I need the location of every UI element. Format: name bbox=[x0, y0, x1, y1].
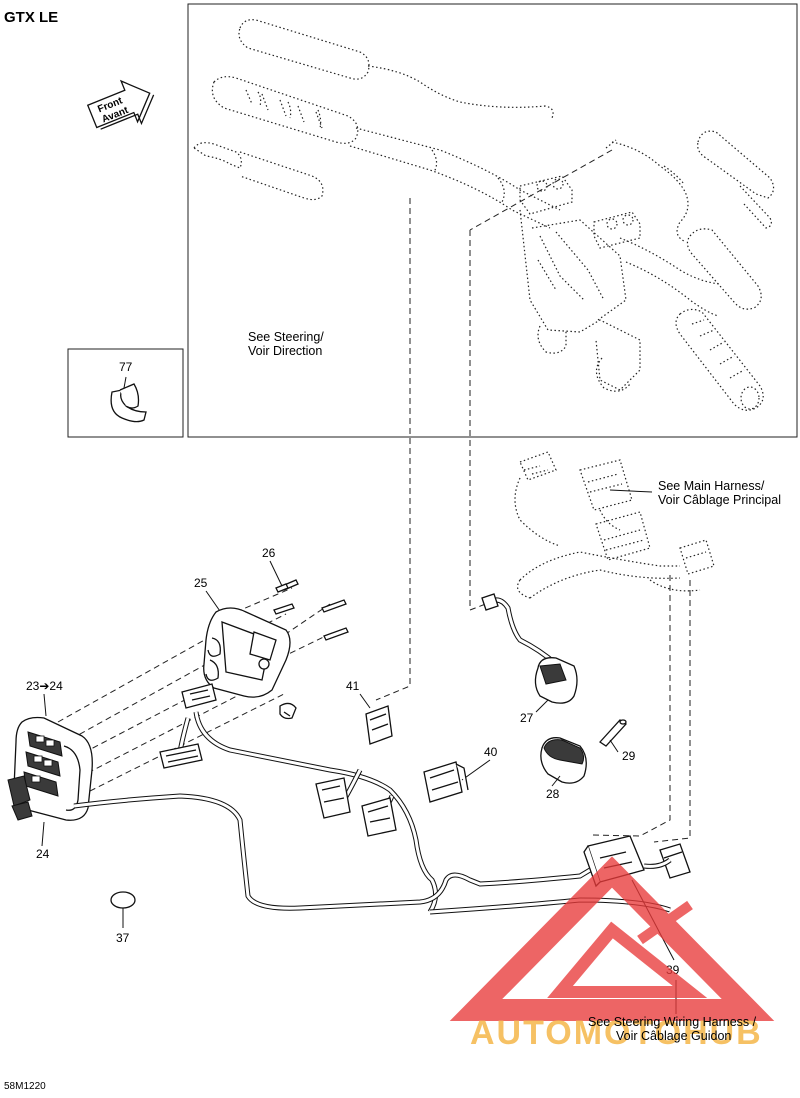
main-harness-note-line1: See Main Harness/ bbox=[658, 479, 765, 493]
washer-37 bbox=[110, 891, 136, 909]
callout-27: 27 bbox=[520, 711, 534, 725]
watermark-logo bbox=[449, 856, 775, 1021]
connector-41 bbox=[365, 705, 393, 745]
callout-25: 25 bbox=[194, 576, 208, 590]
callout-24: 24 bbox=[36, 847, 50, 861]
steering-note-line1: See Steering/ bbox=[248, 330, 324, 344]
cap-28 bbox=[540, 737, 587, 784]
main-harness-note-line2: Voir Câblage Principal bbox=[658, 493, 781, 507]
dash-line-39a bbox=[589, 575, 671, 837]
steering-note-line2: Voir Direction bbox=[248, 344, 322, 358]
callout-37: 37 bbox=[116, 931, 130, 945]
callout-26: 26 bbox=[262, 546, 276, 560]
pin-29 bbox=[599, 719, 627, 747]
screw-parts bbox=[273, 579, 349, 641]
main-harness-assembly bbox=[514, 451, 715, 599]
connector-40 bbox=[423, 761, 469, 803]
switch-housing-25 bbox=[203, 607, 291, 698]
part-77-frame bbox=[67, 348, 184, 438]
callout-40: 40 bbox=[484, 745, 498, 759]
callout-28: 28 bbox=[546, 787, 560, 801]
multifunction-switch-24 bbox=[7, 716, 93, 821]
diagram-code: 58M1220 bbox=[4, 1081, 46, 1092]
switch-27 bbox=[481, 593, 578, 704]
small-clip bbox=[279, 702, 297, 720]
direction-arrow-icon: Front Avant bbox=[86, 79, 155, 130]
callout-23-24: 23➔24 bbox=[26, 679, 63, 693]
steering-frame bbox=[187, 3, 798, 438]
callout-29: 29 bbox=[622, 749, 636, 763]
steering-wiring-note-line1: See Steering Wiring Harness / bbox=[588, 1015, 757, 1029]
dash-line-39b bbox=[653, 580, 691, 843]
dash-line-top bbox=[469, 149, 613, 231]
diagram-title: GTX LE bbox=[4, 9, 58, 26]
callout-77: 77 bbox=[119, 360, 133, 374]
watermark-text: AUTOMOTOHUB bbox=[470, 1014, 763, 1052]
steering-wiring-note-line2: Voir Câblage Guidon bbox=[616, 1029, 731, 1043]
callout-41: 41 bbox=[346, 679, 360, 693]
dash-line-41 bbox=[375, 198, 411, 701]
handlebar-assembly bbox=[193, 19, 775, 411]
part-77-clip-icon bbox=[110, 376, 147, 423]
